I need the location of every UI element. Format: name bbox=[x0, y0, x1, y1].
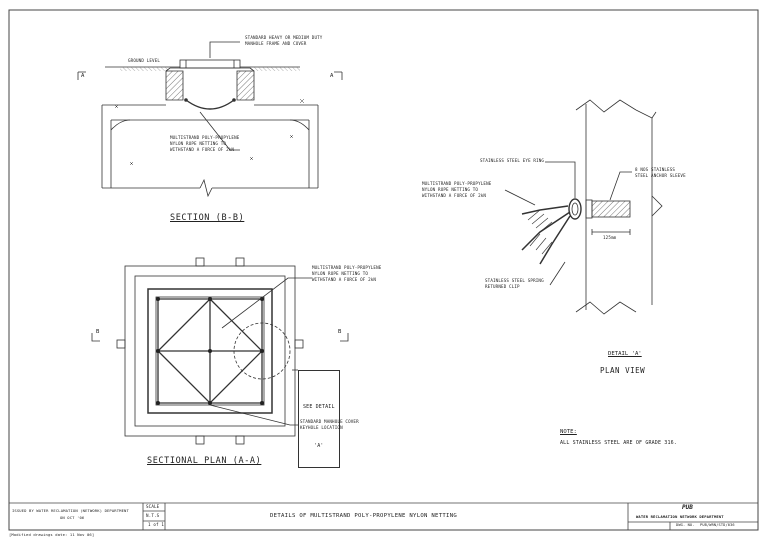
sectional-plan-drawing bbox=[91, 257, 349, 445]
spring-clip-line2: RETURNED CLIP bbox=[485, 284, 520, 289]
section-bb-title: SECTION (B-B) bbox=[170, 213, 245, 223]
cut-marker-a-left: A bbox=[81, 73, 85, 79]
issued-by-line1: ISSUED BY WATER RECLAMATION (NETWORK) DE… bbox=[12, 508, 129, 513]
note-text: ALL STAINLESS STEEL ARE OF GRADE 316. bbox=[560, 440, 677, 446]
sheet-number: 1 of 1 bbox=[148, 522, 165, 527]
detail-a-subtitle: PLAN VIEW bbox=[600, 366, 646, 375]
sectional-plan-title: SECTIONAL PLAN (A-A) bbox=[147, 456, 262, 466]
department-name: WATER RECLAMATION NETWORK DEPARTMENT bbox=[636, 514, 724, 519]
cut-marker-b-right: B bbox=[338, 329, 342, 335]
detail-a-title: DETAIL 'A' bbox=[608, 351, 642, 357]
plan-callout-keyhole-line1: STANDARD MANHOLE COVER bbox=[300, 419, 359, 424]
anchor-sleeve-line2: STEEL ANCHOR SLEEVE bbox=[635, 173, 686, 178]
detail-a-drawing bbox=[504, 99, 663, 315]
callout-netting-line1: MULTISTRAND POLY-PROPYLENE bbox=[170, 135, 240, 140]
issued-by-line2: ON OCT '06 bbox=[60, 515, 85, 520]
plan-callout-netting-line1: MULTISTRAND POLY-PROPYLENE bbox=[312, 265, 382, 270]
callout-manhole-cover-line2: MANHOLE FRAME AND COVER bbox=[245, 41, 307, 46]
anchor-sleeve-line1: 8 NOS STAINLESS bbox=[635, 167, 676, 172]
title-block-frame bbox=[9, 502, 758, 530]
dimension-label: 125mm bbox=[603, 235, 617, 240]
detail-netting-line1: MULTISTRAND POLY-PROPYLENE bbox=[422, 181, 492, 186]
callout-netting-line2: NYLON ROPE NETTING TO bbox=[170, 141, 227, 146]
see-detail-a-box[interactable]: SEE DETAIL 'A' bbox=[298, 370, 340, 468]
dwg-no-label: DWG. NO. bbox=[676, 523, 695, 527]
note-heading: NOTE: bbox=[560, 429, 577, 435]
section-bb-drawing bbox=[77, 41, 343, 198]
detail-netting-line3: WITHSTAND A FORCE OF 2kN bbox=[422, 193, 487, 198]
see-detail-line1: SEE DETAIL bbox=[303, 404, 335, 410]
ground-level-label: GROUND LEVEL bbox=[128, 58, 161, 63]
plan-callout-netting-line2: NYLON ROPE NETTING TO bbox=[312, 271, 369, 276]
see-detail-line2: 'A' bbox=[314, 443, 324, 449]
callout-netting-line3: WITHSTAND A FORCE OF 2kN bbox=[170, 147, 235, 152]
sheet-border bbox=[8, 9, 759, 531]
plan-callout-keyhole-line2: KEYHOLE LOCATION bbox=[300, 425, 343, 430]
scale-label: SCALE bbox=[146, 504, 160, 509]
scale-value: N.T.S bbox=[146, 513, 160, 518]
drawing-title: DETAILS OF MULTISTRAND POLY-PROPYLENE NY… bbox=[270, 513, 458, 519]
footer-stamp: [Modified drawings date: 11 Nov 06] bbox=[9, 532, 95, 537]
plan-callout-netting-line3: WITHSTAND A FORCE OF 2kN bbox=[312, 277, 377, 282]
cut-marker-a-right: A bbox=[330, 73, 334, 79]
eye-ring-label: STAINLESS STEEL EYE RING bbox=[480, 158, 545, 163]
dwg-no: PUB/WRN/STD/036 bbox=[700, 523, 735, 527]
callout-manhole-cover-line1: STANDARD HEAVY OR MEDIUM DUTY bbox=[245, 35, 323, 40]
cut-marker-b-left: B bbox=[96, 329, 100, 335]
pub-logo: PUB bbox=[682, 504, 693, 511]
detail-netting-line2: NYLON ROPE NETTING TO bbox=[422, 187, 479, 192]
spring-clip-line1: STAINLESS STEEL SPRING bbox=[485, 278, 544, 283]
